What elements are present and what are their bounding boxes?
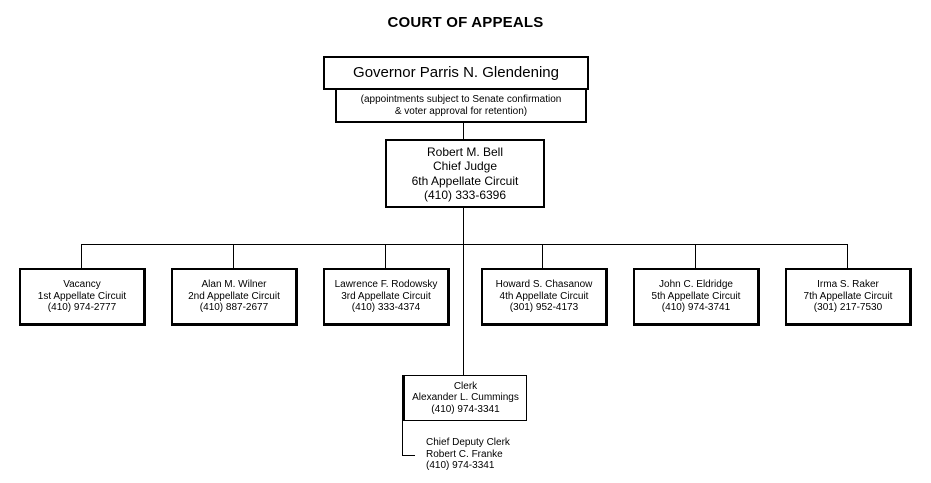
judge-name: Howard S. Chasanow — [495, 279, 593, 291]
appointments-note-box: (appointments subject to Senate confirma… — [335, 88, 587, 123]
governor-name: Governor Parris N. Glendening — [353, 64, 559, 82]
judge-box: Vacancy 1st Appellate Circuit (410) 974-… — [19, 268, 146, 326]
chief-judge-circuit: 6th Appellate Circuit — [411, 173, 519, 188]
connector-judge-6 — [847, 244, 848, 269]
connector-judge-4 — [542, 244, 543, 269]
judge-name: Alan M. Wilner — [201, 279, 267, 291]
appointments-note-line1: (appointments subject to Senate confirma… — [360, 94, 562, 105]
chief-judge-box: Robert M. Bell Chief Judge 6th Appellate… — [385, 139, 545, 208]
chart-title: COURT OF APPEALS — [387, 14, 544, 31]
clerk-role: Clerk — [453, 380, 478, 392]
connector-judge-5 — [695, 244, 696, 269]
clerk-name: Alexander L. Cummings — [412, 392, 519, 404]
judge-box: John C. Eldridge 5th Appellate Circuit (… — [633, 268, 760, 326]
judge-box: Lawrence F. Rodowsky 3rd Appellate Circu… — [323, 268, 450, 326]
deputy-clerk-name: Robert C. Franke — [426, 448, 503, 460]
judge-name: Vacancy — [63, 279, 101, 291]
judge-name: Lawrence F. Rodowsky — [334, 279, 438, 291]
appointments-note-line2: & voter approval for retention) — [394, 105, 528, 117]
clerk-box: Clerk Alexander L. Cummings (410) 974-33… — [402, 375, 527, 421]
deputy-clerk-role: Chief Deputy Clerk — [426, 437, 510, 448]
deputy-clerk-entry: Chief Deputy Clerk Robert C. Franke (410… — [426, 437, 510, 472]
judge-circuit: 2nd Appellate Circuit — [188, 290, 280, 302]
judge-phone: (410) 333-4374 — [351, 302, 421, 314]
judge-phone: (301) 952-4173 — [509, 302, 579, 314]
judge-phone: (410) 974-2777 — [47, 302, 117, 314]
connector-chief-down — [463, 207, 464, 376]
judge-circuit: 4th Appellate Circuit — [499, 290, 589, 302]
judge-phone: (410) 887-2677 — [199, 302, 269, 314]
judge-circuit: 5th Appellate Circuit — [651, 290, 741, 302]
judge-box: Howard S. Chasanow 4th Appellate Circuit… — [481, 268, 608, 326]
chief-judge-phone: (410) 333-6396 — [423, 187, 507, 202]
connector-judge-1 — [81, 244, 82, 269]
judge-name: John C. Eldridge — [659, 279, 733, 291]
connector-governor-chief — [463, 122, 464, 140]
clerk-phone: (410) 974-3341 — [431, 403, 500, 415]
connector-clerk-deputy-horizontal — [402, 455, 415, 456]
judge-phone: (301) 217-7530 — [813, 302, 883, 314]
judge-name: Irma S. Raker — [817, 279, 879, 291]
connector-judge-3 — [385, 244, 386, 269]
connector-judges-horizontal — [81, 244, 848, 245]
chief-judge-name: Robert M. Bell — [426, 144, 504, 159]
judge-circuit: 7th Appellate Circuit — [803, 290, 893, 302]
judge-box: Alan M. Wilner 2nd Appellate Circuit (41… — [171, 268, 298, 326]
judge-circuit: 3rd Appellate Circuit — [341, 290, 431, 302]
chief-judge-role: Chief Judge — [432, 159, 498, 174]
judge-phone: (410) 974-3741 — [661, 302, 731, 314]
judge-box: Irma S. Raker 7th Appellate Circuit (301… — [785, 268, 912, 326]
connector-clerk-deputy-vertical — [402, 420, 403, 456]
governor-box: Governor Parris N. Glendening — [323, 56, 589, 90]
judge-circuit: 1st Appellate Circuit — [37, 290, 127, 302]
deputy-clerk-phone: (410) 974-3341 — [426, 460, 495, 471]
connector-judge-2 — [233, 244, 234, 269]
